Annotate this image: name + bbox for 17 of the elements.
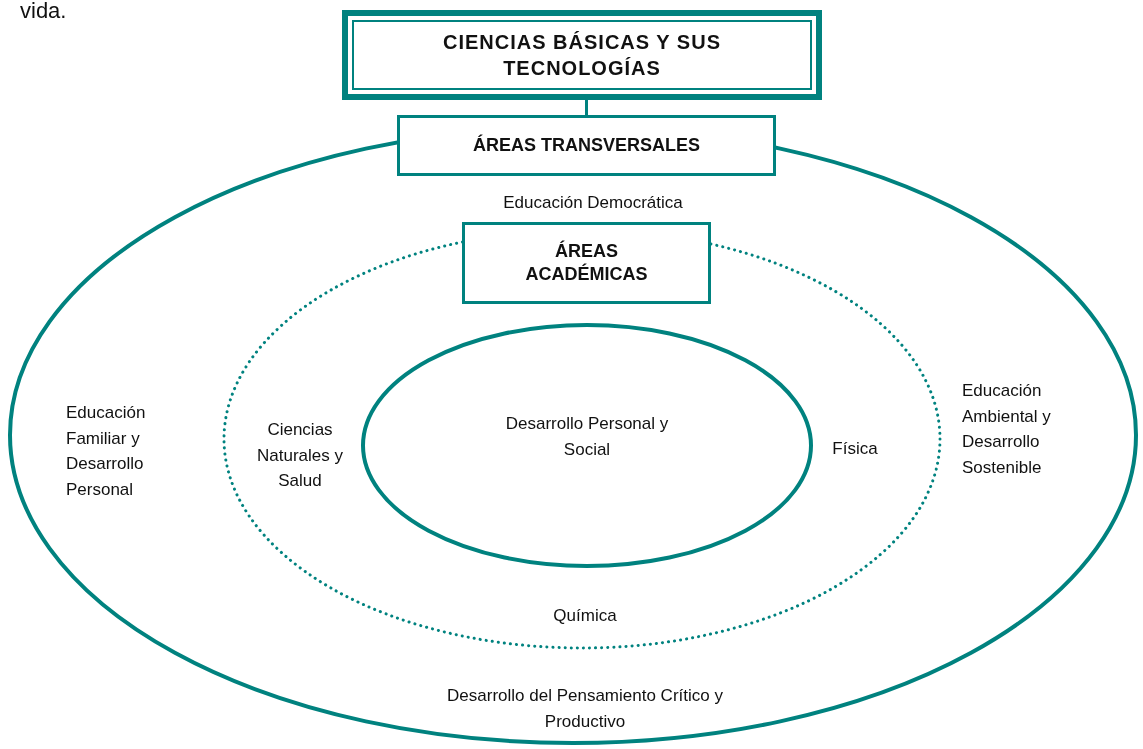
heading-text: ÁREAS ACADÉMICAS	[524, 239, 649, 286]
title-box	[342, 10, 822, 100]
heading-text: CIENCIAS BÁSICAS Y SUS TECNOLOGÍAS	[442, 30, 722, 81]
heading-box	[462, 222, 711, 304]
area-text: Química	[552, 605, 618, 627]
area-text: Física	[831, 438, 879, 460]
connector-line	[585, 100, 588, 115]
text-fragment: vida.	[20, 0, 67, 22]
area-text: Educación Ambiental y Desarrollo Sostenible	[962, 380, 1052, 479]
area-text: Desarrollo del Pensamiento Crítico y Productivo	[446, 685, 724, 733]
heading-text: ÁREAS TRANSVERSALES	[473, 133, 700, 157]
heading-box	[397, 115, 776, 176]
ellipse	[361, 323, 813, 568]
area-text: Ciencias Naturales y Salud	[256, 419, 344, 492]
area-text: Educación Democrática	[502, 192, 684, 214]
area-text: Desarrollo Personal y Social	[504, 413, 670, 461]
area-text: Educación Familiar y Desarrollo Personal	[66, 402, 147, 501]
